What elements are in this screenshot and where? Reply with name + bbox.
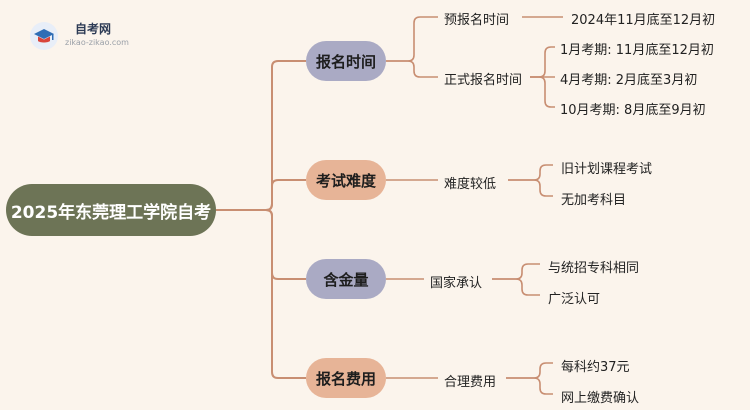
branch-registration-fee: 报名费用: [306, 358, 386, 398]
recognized-connector-0: [492, 263, 540, 280]
leaf-oct-session: 10月考期: 8月底至9月初: [560, 103, 706, 118]
logo-name: 自考网: [75, 22, 112, 36]
root-connector-1: [216, 179, 306, 211]
node-formal-registration: 正式报名时间: [444, 73, 523, 88]
leaf-old-plan-courses: 旧计划课程考试: [561, 162, 653, 177]
leaf-fee-per-subject: 每科约37元: [561, 360, 630, 375]
leaf-pre-registration-date: 2024年11月底至12月初: [571, 13, 716, 28]
leaf-jan-session: 1月考期: 11月底至12月初: [560, 43, 714, 58]
formal-registration-connector-0: [530, 46, 555, 78]
branch-exam-difficulty: 考试难度: [306, 160, 386, 200]
node-state-recognized: 国家承认: [430, 276, 483, 291]
leaf-no-extra-subjects: 无加考科目: [561, 193, 627, 208]
leaf-same-as-regular: 与统招专科相同: [548, 261, 640, 276]
leaf-widely-accepted: 广泛认可: [548, 292, 601, 307]
root-connector-3: [216, 209, 306, 379]
node-low-difficulty: 难度较低: [444, 177, 497, 192]
node-reasonable-fee: 合理费用: [444, 375, 497, 390]
node-pre-registration: 预报名时间: [444, 13, 510, 28]
root-connector-2: [216, 209, 306, 280]
graduation-cap-icon: [30, 22, 58, 50]
site-logo: 自考网 zikao-zikao.com: [30, 18, 140, 52]
root-connector-0: [216, 60, 306, 211]
registration-connector-0: [386, 16, 438, 62]
reasonable-fee-connector-0: [506, 362, 553, 379]
reasonable-fee-connector-1: [506, 377, 553, 395]
root-node: 2025年东莞理工学院自考: [6, 184, 216, 236]
logo-url: zikao-zikao.com: [65, 38, 129, 47]
formal-registration-connector-2: [530, 76, 555, 108]
leaf-online-payment: 网上缴费确认: [561, 391, 640, 406]
registration-connector-1: [386, 60, 438, 78]
leaf-apr-session: 4月考期: 2月底至3月初: [560, 73, 698, 88]
branch-registration-time: 报名时间: [306, 41, 386, 81]
low-difficulty-connector-1: [508, 179, 553, 197]
recognized-connector-1: [492, 278, 540, 296]
branch-credential-value: 含金量: [306, 259, 386, 299]
low-difficulty-connector-0: [508, 164, 553, 181]
